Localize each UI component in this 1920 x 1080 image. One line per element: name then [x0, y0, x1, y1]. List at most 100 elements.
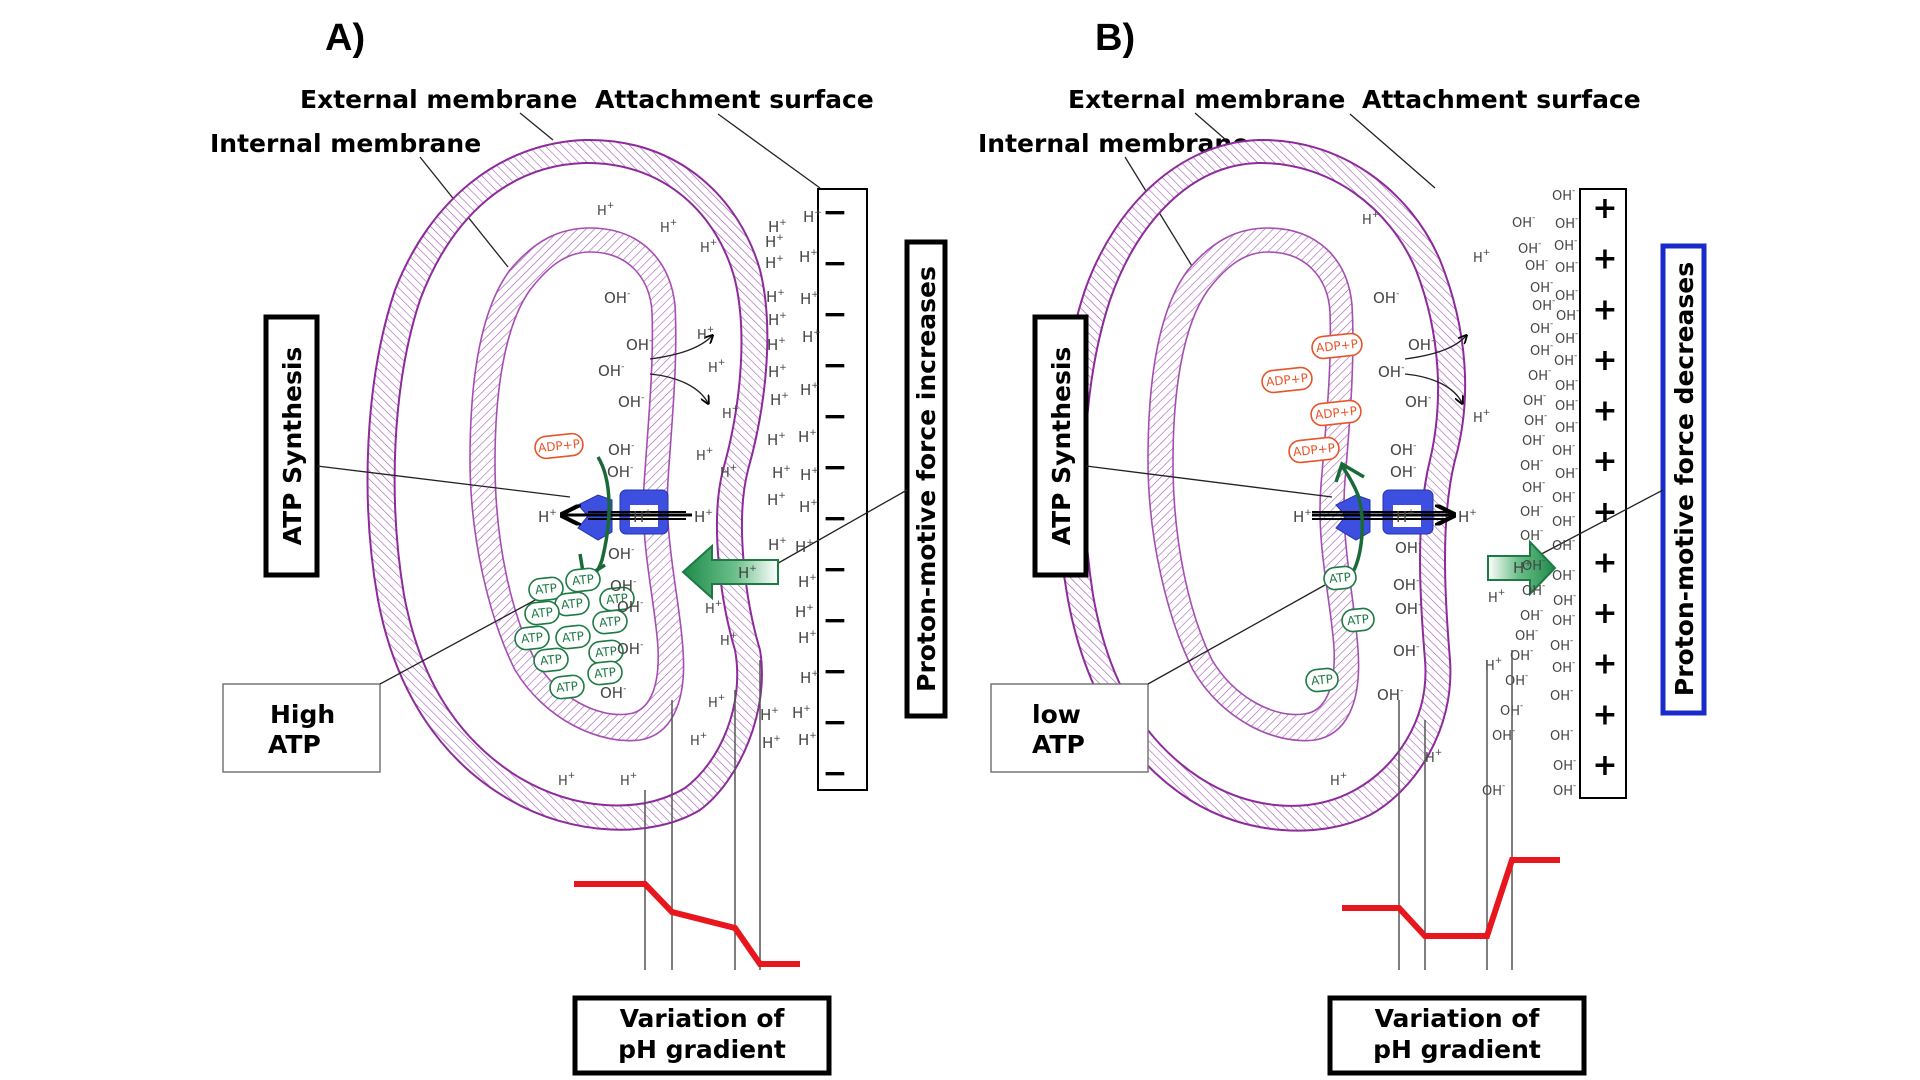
ph-curve — [574, 881, 800, 967]
ion-label: OH- — [1552, 611, 1575, 629]
atp-molecule: ATP — [555, 624, 591, 650]
surface-charge: + — [1592, 647, 1617, 682]
ion-label: OH- — [1390, 441, 1416, 459]
adp-molecule: ADP+P — [1261, 366, 1313, 394]
attachment-surface — [1579, 188, 1627, 799]
ion-label: H+ — [768, 363, 787, 381]
ion-label: OH- — [1554, 236, 1577, 254]
svg-text:ATP: ATP — [605, 591, 628, 607]
adp-conversion-arrow — [1340, 465, 1364, 577]
attachment-surface-label: Attachment surface — [1362, 85, 1641, 114]
ion-label: OH- — [1553, 591, 1576, 609]
surface-charges: ++++++++++++ — [1592, 191, 1617, 783]
ion-label: OH- — [1408, 336, 1434, 354]
ion-label: OH- — [1552, 566, 1575, 584]
svg-text:ATP: ATP — [561, 629, 584, 645]
atp-molecule: ATP — [1341, 607, 1375, 633]
ion-label: H+ — [1473, 248, 1490, 266]
svg-text:ATP: ATP — [520, 630, 543, 646]
ion-label: OH- — [610, 577, 636, 595]
ion-label: OH- — [1553, 781, 1576, 799]
svg-text:ATP: ATP — [530, 605, 553, 621]
surface-charge: + — [1592, 596, 1617, 631]
ion-label: H+ — [772, 464, 791, 482]
ion-label: OH- — [1552, 658, 1575, 676]
ion-label: OH- — [608, 545, 634, 563]
ion-label: H+ — [708, 693, 725, 711]
surface-charge: − — [822, 756, 847, 791]
surface-charge: − — [822, 246, 847, 281]
ion-label: H+ — [538, 508, 557, 526]
surface-charge: − — [822, 603, 847, 638]
svg-text:ADP+P: ADP+P — [1265, 371, 1308, 389]
atp-molecule: ATP — [592, 609, 628, 635]
ion-label: OH- — [1528, 366, 1551, 384]
svg-text:ATP: ATP — [560, 596, 583, 612]
atp-molecule: ATP — [549, 674, 585, 700]
svg-text:ADP+P: ADP+P — [1314, 404, 1357, 422]
ion-label: OH- — [1393, 576, 1419, 594]
ion-label: OH- — [1405, 393, 1431, 411]
surface-charge: + — [1592, 545, 1617, 580]
proton-motive-label: Proton-motive force decreases — [1670, 262, 1699, 696]
internal-membrane — [469, 227, 685, 742]
ion-label: H+ — [768, 311, 787, 329]
surface-charge: − — [822, 705, 847, 740]
ion-label: OH- — [1525, 256, 1548, 274]
ion-label: OH- — [1555, 286, 1578, 304]
ion-label: OH- — [1530, 278, 1553, 296]
ph-label-line2: pH gradient — [618, 1035, 786, 1064]
ion-label: OH- — [1390, 463, 1416, 481]
svg-text:ATP: ATP — [598, 614, 621, 630]
oh-flux-arrow — [1404, 336, 1466, 360]
ion-label: H+ — [800, 381, 819, 399]
proton-flow-arrow: H+ — [681, 543, 779, 601]
surface-charge: + — [1592, 242, 1617, 277]
atp-synthesis-leader — [316, 465, 571, 498]
surface-charge: − — [822, 399, 847, 434]
ion-field: H+H+H+H+H+H+H+OH-OH-OH-OH-OH-OH-OH-OH-OH… — [1330, 186, 1579, 799]
ion-label: OH- — [617, 598, 643, 616]
ion-label: OH- — [1550, 686, 1573, 704]
ion-label: H+ — [1330, 771, 1347, 789]
ion-label: OH- — [1530, 341, 1553, 359]
ion-label: OH- — [1552, 186, 1575, 204]
surface-charge: + — [1592, 394, 1617, 429]
atp-molecule: ATP — [1305, 667, 1339, 693]
adp-molecule: ADP+P — [1310, 399, 1362, 427]
svg-text:ATP: ATP — [593, 665, 616, 681]
ion-label: OH- — [1555, 376, 1578, 394]
ion-label: OH- — [618, 393, 644, 411]
ion-label: OH- — [1555, 329, 1578, 347]
ion-label: OH- — [1515, 626, 1538, 644]
atp-molecule: ATP — [524, 600, 560, 626]
ph-label-line1: Variation of — [620, 1004, 786, 1033]
ion-label: H+ — [708, 358, 725, 376]
ph-label-line2: pH gradient — [1373, 1035, 1541, 1064]
ion-label: OH- — [1555, 418, 1578, 436]
atp-level-line1: low — [1032, 700, 1081, 729]
attachment-surface-label: Attachment surface — [595, 85, 874, 114]
atp-molecule: ATP — [587, 660, 623, 686]
ion-label: OH- — [1524, 411, 1547, 429]
ph-label-line1: Variation of — [1375, 1004, 1541, 1033]
ion-label: OH- — [1518, 239, 1541, 257]
ion-label: OH- — [607, 463, 633, 481]
ion-label: H+ — [694, 508, 713, 526]
atp-synthesis-label: ATP Synthesis — [1047, 347, 1076, 546]
ion-label: H+ — [800, 669, 819, 687]
adp-group: ADP+P — [534, 432, 584, 460]
ion-label: OH- — [1520, 456, 1543, 474]
surface-charge: + — [1592, 191, 1617, 226]
attachment-surface-leader — [1349, 113, 1436, 189]
proton-motive-box — [1660, 243, 1707, 716]
ion-label: OH- — [1555, 396, 1578, 414]
internal-membrane — [1147, 227, 1360, 742]
ion-label: OH- — [1522, 556, 1545, 574]
adp-molecule: ADP+P — [534, 432, 584, 460]
ion-label: OH- — [1554, 351, 1577, 369]
ion-label: H+ — [770, 391, 789, 409]
ion-label: OH- — [1482, 781, 1505, 799]
